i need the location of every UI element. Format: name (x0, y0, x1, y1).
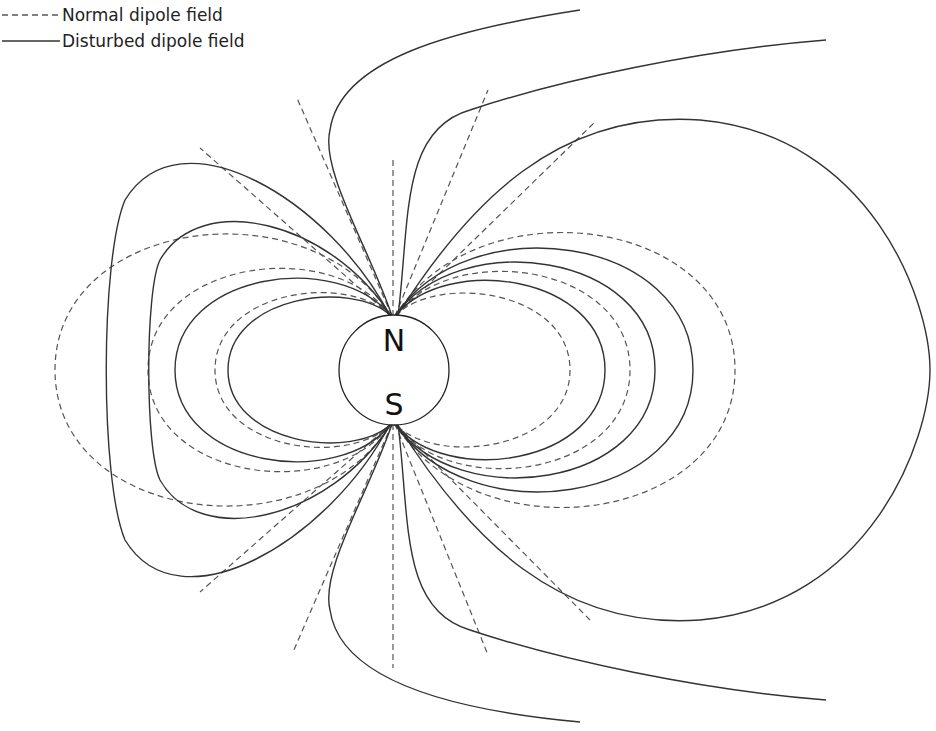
pole-label: N (338, 326, 450, 356)
legend-label: Normal dipole field (62, 5, 223, 25)
pole-label: S (338, 390, 450, 420)
earth-circle: NS (338, 314, 450, 426)
normal-field (55, 90, 735, 668)
disturbed-field (106, 10, 930, 722)
legend-entry: Normal dipole field (2, 2, 245, 28)
legend: Normal dipole fieldDisturbed dipole fiel… (2, 2, 245, 54)
legend-sample (2, 36, 60, 46)
legend-sample (2, 10, 60, 20)
legend-entry: Disturbed dipole field (2, 28, 245, 54)
legend-label: Disturbed dipole field (62, 31, 245, 51)
